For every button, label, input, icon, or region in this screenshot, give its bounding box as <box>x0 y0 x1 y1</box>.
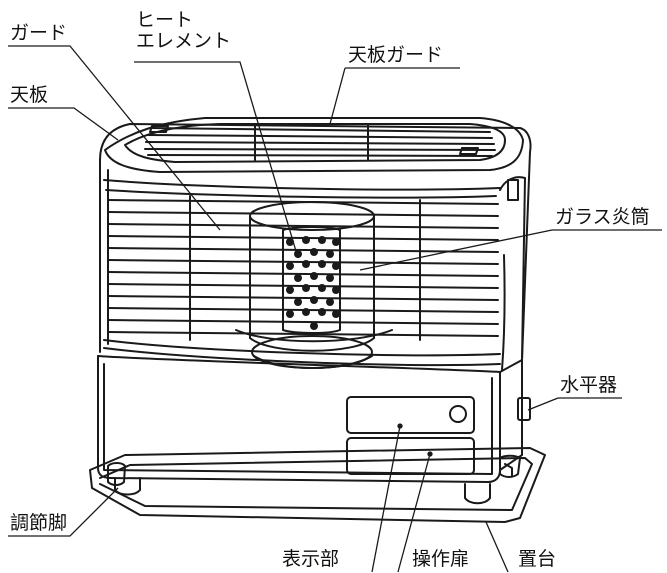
spirit-level <box>517 397 531 421</box>
heat-element-dots <box>286 236 340 330</box>
label-adjust-leg: 調節脚 <box>10 512 68 534</box>
label-heat-element: ヒート エレメント <box>136 10 231 52</box>
label-display: 表示部 <box>282 548 340 570</box>
label-heat-element-line2: エレメント <box>136 30 232 52</box>
upper-body <box>99 117 532 371</box>
leader-lines <box>8 45 662 573</box>
label-glass-chimney: ガラス炎筒 <box>555 206 650 228</box>
label-level: 水平器 <box>560 374 618 396</box>
lower-cabinet <box>97 355 523 505</box>
label-top-plate: 天板 <box>10 84 49 106</box>
front-guard <box>103 195 501 367</box>
label-top-guard: 天板ガード <box>348 44 444 66</box>
label-guard: ガード <box>10 22 68 44</box>
label-heat-element-line1: ヒート <box>136 9 194 31</box>
label-stand: 置台 <box>518 548 557 570</box>
base-stand <box>89 447 546 523</box>
heat-element <box>282 226 341 334</box>
operation-door <box>346 437 475 475</box>
display-panel <box>346 396 475 434</box>
label-operation-door: 操作扉 <box>412 548 470 570</box>
glass-chimney <box>235 201 393 369</box>
